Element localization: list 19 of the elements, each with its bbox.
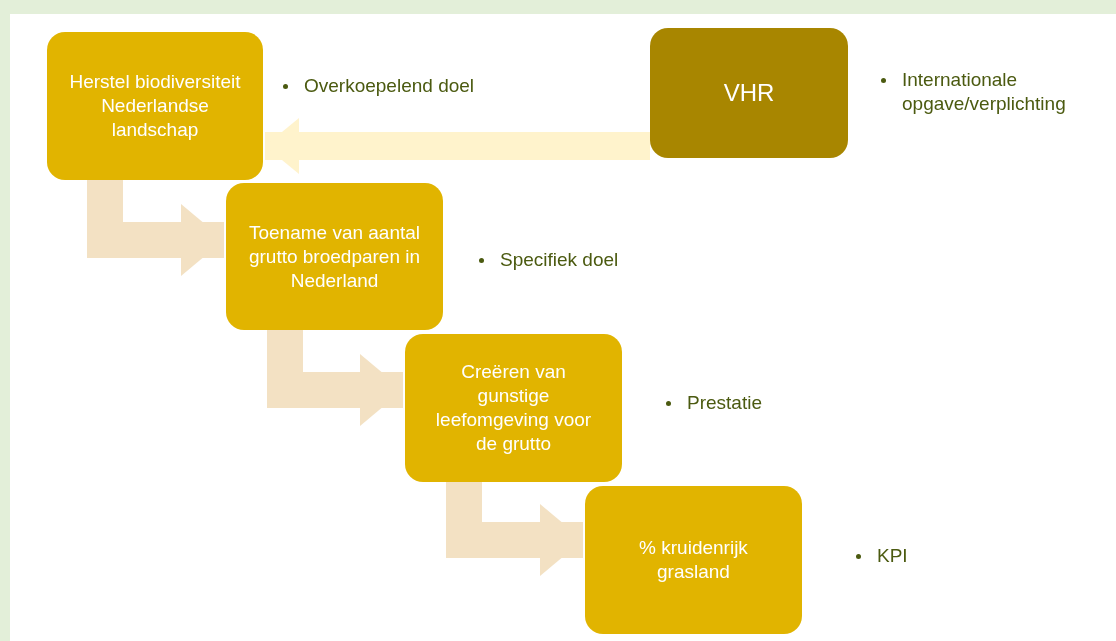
process-box xyxy=(585,486,802,634)
process-box xyxy=(226,183,443,330)
block-arrow xyxy=(265,118,650,174)
process-box xyxy=(650,28,848,158)
bullet-text: Prestatie xyxy=(687,391,762,415)
process-box xyxy=(405,334,622,482)
bullet-text: Specifiek doel xyxy=(500,248,619,272)
box-text: Toename van aantal grutto broedparen in Nederland xyxy=(248,220,421,293)
process-box xyxy=(47,32,263,180)
box-text: % kruidenrijk grasland xyxy=(638,536,749,584)
box-text: Herstel biodiversiteit Nederlandse landschap xyxy=(69,70,241,142)
bullet-text: Overkoepelend doel xyxy=(304,74,475,98)
block-arrow xyxy=(87,180,224,276)
bullet-text: KPI xyxy=(877,544,908,568)
block-arrow xyxy=(267,330,403,426)
block-arrow xyxy=(446,482,583,576)
box-text: VHR xyxy=(723,81,775,105)
box-text: Creëren van gunstige leefomgeving voor de grutto xyxy=(434,360,593,456)
bullet-text: Internationale opgave/verplichting xyxy=(902,68,1067,116)
